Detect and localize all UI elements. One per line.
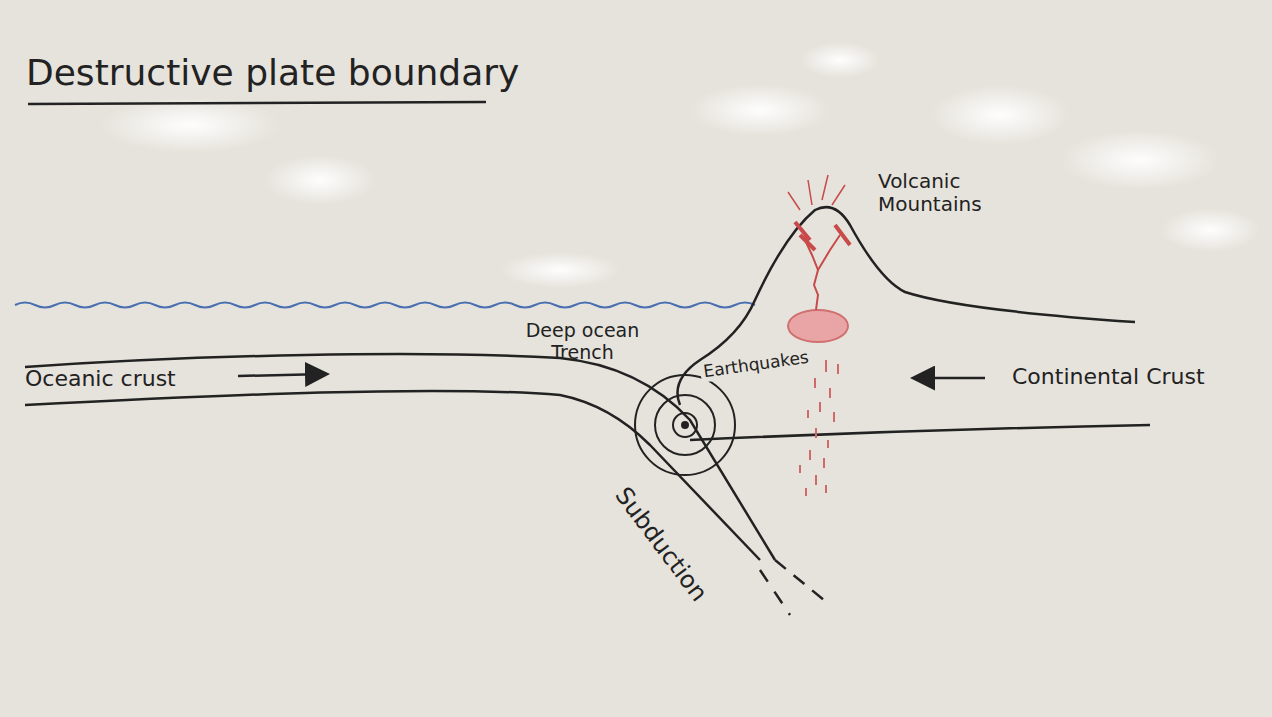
continental-plate <box>678 207 1151 440</box>
motion-arrow <box>238 374 325 376</box>
volcano-label: Volcanic Mountains <box>878 170 1038 216</box>
oceanic-plate <box>25 354 830 615</box>
sea-surface <box>15 303 755 308</box>
motion-arrow <box>915 377 985 380</box>
plate-label: Continental Crust <box>1012 364 1205 389</box>
diagram-title: Destructive plate boundary <box>26 52 519 93</box>
earthquake-focus <box>635 375 735 475</box>
title-underline <box>28 102 486 104</box>
plate-label: Oceanic crust <box>25 366 176 391</box>
magma <box>788 175 850 496</box>
trench-label: Deep ocean Trench <box>520 320 645 364</box>
